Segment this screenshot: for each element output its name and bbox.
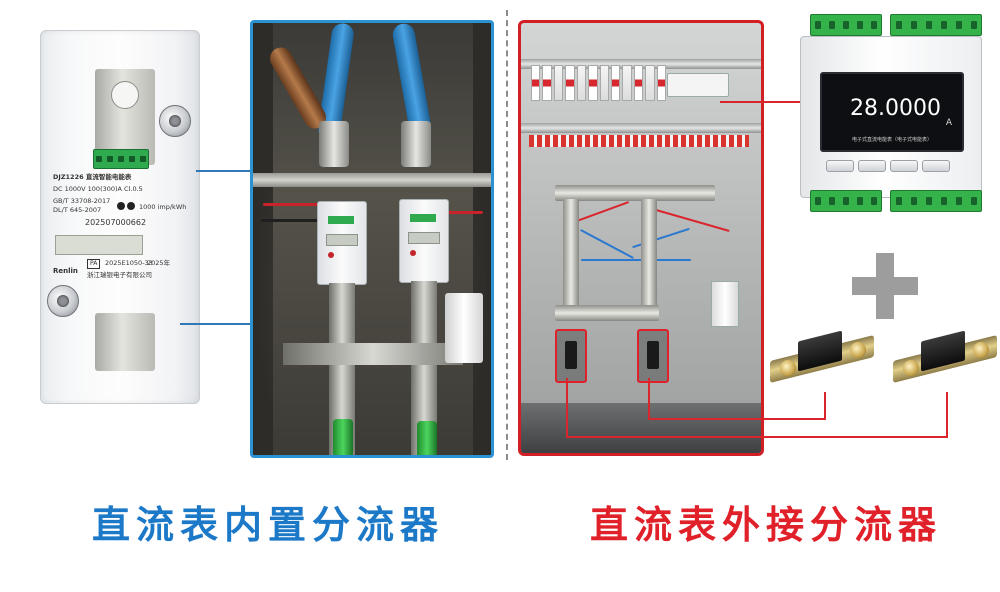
green-terminal-block [810,14,882,36]
dc-meter-built-in-shunt: DJZ1226 直流智能电能表 DC 1000V 100(300)A Cl.0.… [40,30,200,404]
din-rail [253,173,491,187]
breaker-row [531,65,667,105]
meter-model: DJZ1226 直流智能电能表 [53,173,132,181]
meter-display: 28.0000 A 电子式直流电能表（电子式电能表） [820,72,964,152]
busbar-bottom [95,313,155,371]
caption-external-shunt: 直流表外接分流器 [590,503,943,547]
dc-meter-unit [399,199,449,283]
meter-standard-1: GB/T 33708-2017 [53,197,111,205]
meter-button[interactable] [890,160,918,172]
terminal-row [529,135,749,147]
green-terminal-block [890,14,982,36]
cable-lug [401,121,431,167]
vertical-busbar [563,199,579,309]
shunt-resistor [893,330,997,386]
green-insulator [417,421,437,455]
meter-spec: DC 1000V 100(300)A Cl.0.5 [53,185,143,193]
connector-line-shunt-right [648,378,650,420]
meter-serial: 202507000662 [85,218,147,227]
indicator-leds [117,195,137,214]
green-terminal-block [890,190,982,212]
vertical-busbar [641,199,657,309]
connector-line-to-shunt-1 [648,418,826,420]
dashed-divider [506,10,508,460]
meter-standard-2: DL/T 645-2007 [53,206,102,214]
terminal-screw-icon [47,285,79,317]
busbar-hole [111,81,139,109]
photo-built-in-shunt-installation [250,20,494,458]
din-rail [521,123,761,133]
meter-cert: 2025E1050-33 [105,259,153,267]
meter-button[interactable] [826,160,854,172]
green-terminal-block [810,190,882,212]
terminal-screw-icon [159,105,191,137]
caption-built-in-shunt: 直流表内置分流器 [92,503,445,547]
shunt-resistor [770,330,874,386]
cable-lug [319,121,349,167]
meter-brand: Renlin [53,267,78,275]
din-rail [521,59,761,69]
connector-line-shunt-left [566,378,568,438]
plus-icon [852,277,918,295]
photo-external-shunt-installation [518,20,764,456]
surge-protector [711,281,739,327]
green-terminal-block [93,149,149,169]
din-rail-dc-meter: 28.0000 A 电子式直流电能表（电子式电能表） [790,14,990,212]
meter-pulse: 1000 imp/kWh [139,203,187,211]
horizontal-busbar [555,185,715,201]
meter-year: 2025年 [147,259,171,267]
meter-lcd [55,235,143,255]
horizontal-busbar [555,305,659,321]
dc-meter-unit [317,201,367,285]
connector-line-meter [720,101,802,103]
meter-maker: 浙江瑞银电子有限公司 [87,271,152,279]
pa-mark: PA [87,259,101,269]
external-shunt-highlight [555,329,587,383]
din-meter-installed [667,73,729,97]
meter-button[interactable] [858,160,886,172]
meter-screen-label: 电子式直流电能表（电子式电能表） [851,137,932,143]
green-insulator [333,419,353,455]
meter-reading: 28.0000 [850,96,941,121]
meter-button[interactable] [922,160,950,172]
connector-line-to-shunt-2 [566,436,948,438]
meter-unit: A [945,118,952,128]
fuse [445,293,483,363]
external-shunt-highlight [637,329,669,383]
